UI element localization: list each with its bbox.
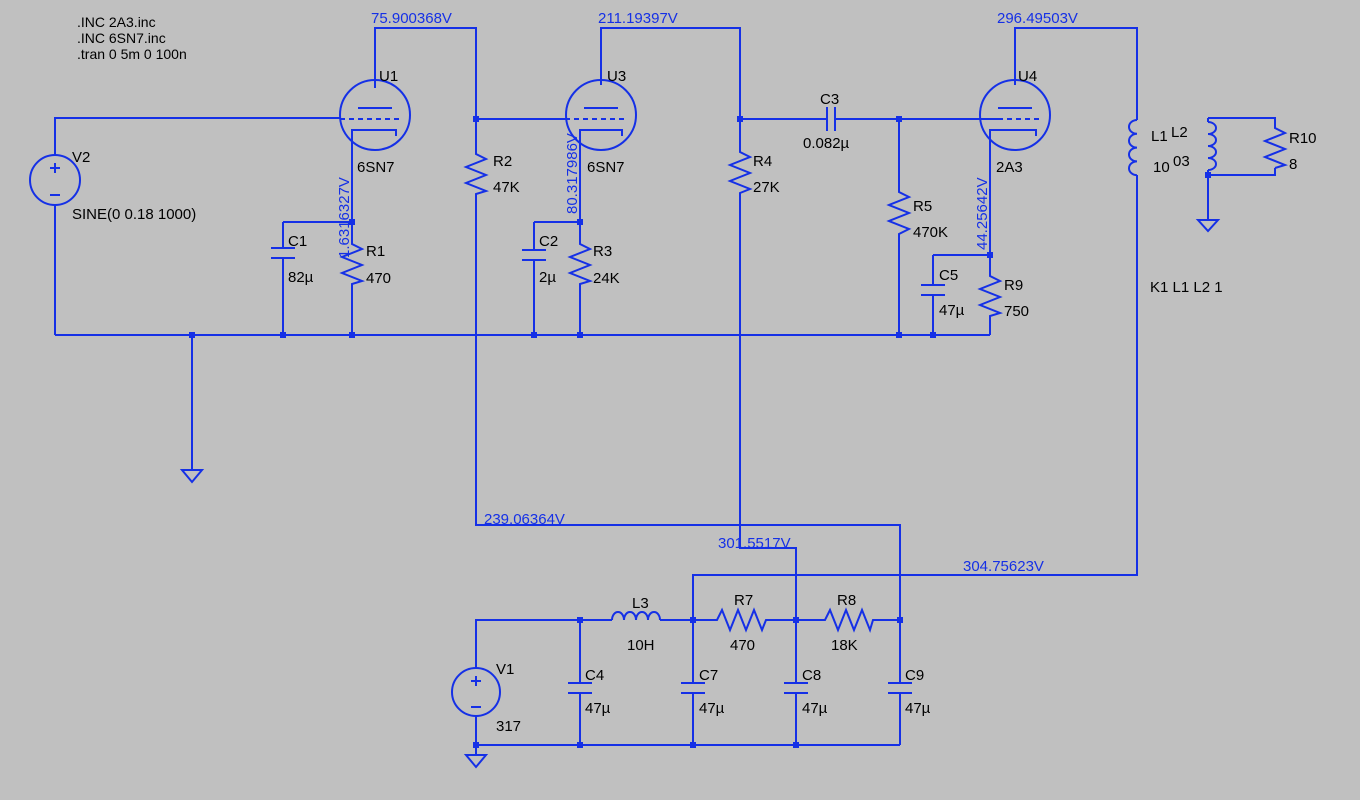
label-u1-name: U1 [379,68,398,85]
spice-directives: .INC 2A3.inc .INC 6SN7.inc .tran 0 5m 0 … [77,14,187,62]
label-u3-name: U3 [607,68,626,85]
voltage-u1-plate: 75.900368V [371,10,452,27]
label-l1-value: 10 [1153,159,1170,176]
label-r4-name: R4 [753,153,772,170]
label-l3-name: L3 [632,595,649,612]
voltage-u4-cathode: 44.25642V [974,177,991,250]
directive-mutual-inductance[interactable]: K1 L1 L2 1 [1150,279,1223,296]
label-r9-value: 750 [1004,303,1029,320]
label-u3-value: 6SN7 [587,159,625,176]
inductor-l1[interactable] [1128,119,1138,177]
triode-u3[interactable] [565,79,637,151]
voltage-source-v1[interactable] [451,667,501,717]
resistor-r3[interactable] [567,238,594,288]
label-r10-value: 8 [1289,156,1297,173]
triode-u4[interactable] [979,79,1051,151]
label-r8-value: 18K [831,637,858,654]
label-c1-value: 82µ [288,269,314,286]
resistor-r10[interactable] [1262,125,1289,169]
label-c3-value: 0.082µ [803,135,850,152]
label-c7-value: 47µ [699,700,725,717]
label-v1-name: V1 [496,661,514,678]
capacitor-c1[interactable] [271,247,295,259]
label-r2-name: R2 [493,153,512,170]
resistor-r2[interactable] [463,150,490,196]
label-r10-name: R10 [1289,130,1317,147]
label-r4-value: 27K [753,179,780,196]
label-u1-value: 6SN7 [357,159,395,176]
label-r9-name: R9 [1004,277,1023,294]
voltage-b-plus-3: 304.75623V [963,558,1044,575]
inductor-l3[interactable] [611,611,661,621]
label-r7-name: R7 [734,592,753,609]
label-c9-value: 47µ [905,700,931,717]
label-c2-value: 2µ [539,269,556,286]
label-r1-value: 470 [366,270,391,287]
label-r5-name: R5 [913,198,932,215]
resistor-r5[interactable] [886,186,912,240]
triode-u1[interactable] [339,79,411,151]
capacitor-c3[interactable] [826,107,836,131]
label-c5-value: 47µ [939,302,965,319]
label-c9-name: C9 [905,667,924,684]
resistor-r1[interactable] [339,238,366,288]
label-u4-value: 2A3 [996,159,1023,176]
label-l2-value: 03 [1173,153,1190,170]
label-l3-value: 10H [627,637,655,654]
junction-nodes [189,116,1211,748]
voltage-source-v2[interactable] [29,154,81,206]
capacitor-c7[interactable] [681,682,705,694]
label-r5-value: 470K [913,224,948,241]
node-voltage-labels: 75.900368V 211.19397V 296.49503V 1.63163… [336,10,1078,575]
component-labels: V2 SINE(0 0.18 1000) U1 6SN7 U3 6SN7 U4 … [72,68,1317,735]
resistor-r7[interactable] [712,607,770,633]
voltage-u3-plate: 211.19397V [598,10,678,27]
voltage-b-plus-2: 301.5517V [718,535,791,552]
wires [54,27,1276,755]
label-v2-name: V2 [72,149,90,166]
label-c3-name: C3 [820,91,839,108]
label-c4-name: C4 [585,667,604,684]
label-r3-value: 24K [593,270,620,287]
label-r7-value: 470 [730,637,755,654]
label-u4-name: U4 [1018,68,1037,85]
capacitor-c2[interactable] [522,249,546,261]
capacitor-c4[interactable] [568,682,592,694]
directive-inc-2a3[interactable]: .INC 2A3.inc [77,14,156,30]
voltage-u3-cathode: 80.317986V [564,133,581,214]
label-c8-name: C8 [802,667,821,684]
label-c5-name: C5 [939,267,958,284]
label-c7-name: C7 [699,667,718,684]
label-c8-value: 47µ [802,700,828,717]
label-v2-value: SINE(0 0.18 1000) [72,206,196,223]
directive-tran[interactable]: .tran 0 5m 0 100n [77,46,187,62]
label-l1-name: L1 [1151,128,1168,145]
label-c2-name: C2 [539,233,558,250]
capacitor-c9[interactable] [888,682,912,694]
ground-symbol-main [179,469,205,484]
voltage-u1-cathode: 1.6316327V [336,177,353,258]
resistor-r8[interactable] [820,607,876,634]
resistor-r4[interactable] [727,146,753,196]
label-v1-value: 317 [496,718,521,735]
resistor-r9[interactable] [977,272,1004,318]
label-c1-name: C1 [288,233,307,250]
label-r8-name: R8 [837,592,856,609]
inductor-l2[interactable] [1207,121,1217,171]
voltage-u4-plate: 296.49503V [997,10,1078,27]
label-r3-name: R3 [593,243,612,260]
voltage-b-plus-1: 239.06364V [484,511,565,528]
label-r2-value: 47K [493,179,520,196]
ground-symbol-supply [463,754,489,769]
ground-symbol-secondary [1195,219,1221,233]
label-l2-name: L2 [1171,124,1188,141]
directive-inc-6sn7[interactable]: .INC 6SN7.inc [77,30,166,46]
label-r1-name: R1 [366,243,385,260]
label-c4-value: 47µ [585,700,611,717]
capacitor-c8[interactable] [784,682,808,694]
capacitor-c5[interactable] [921,284,945,296]
